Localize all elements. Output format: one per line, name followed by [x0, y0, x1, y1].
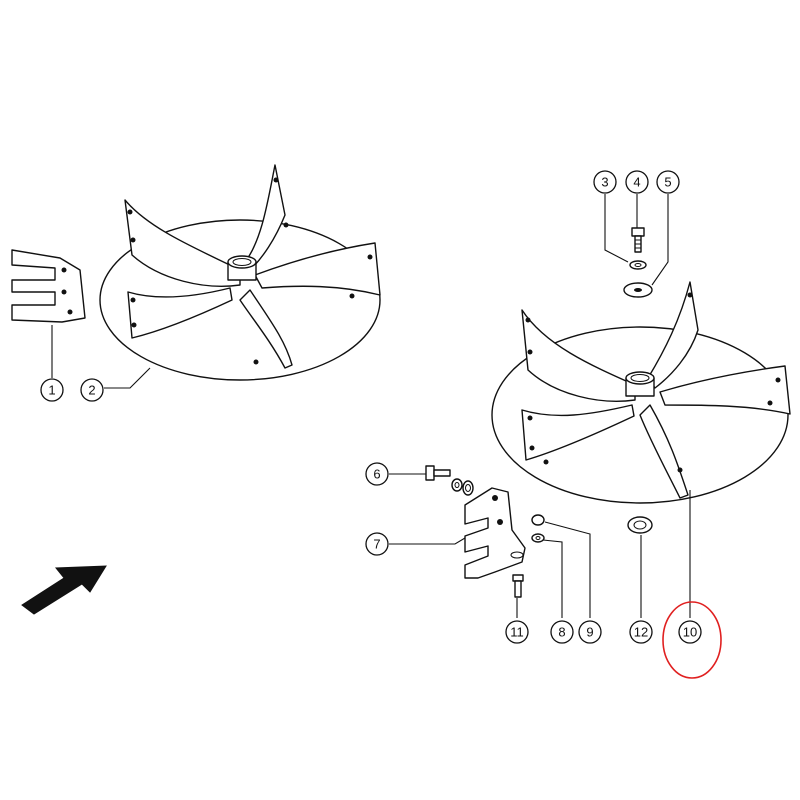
top-washer-large — [623, 282, 653, 298]
bracket-nut — [531, 514, 545, 526]
bracket-bolt — [512, 574, 524, 598]
fan-disc-right — [491, 281, 791, 504]
bottom-washer — [627, 516, 653, 534]
svg-text:5: 5 — [664, 175, 671, 190]
highlight-ring — [662, 601, 722, 679]
callout-10[interactable]: 10 — [678, 620, 702, 644]
callout-7[interactable]: 7 — [365, 532, 389, 556]
svg-text:6: 6 — [373, 467, 380, 482]
callout-2[interactable]: 2 — [80, 378, 104, 402]
top-washer-small — [629, 260, 647, 270]
hinge-washer — [451, 478, 463, 492]
leader-lines — [51, 194, 691, 618]
svg-text:11: 11 — [510, 625, 524, 640]
svg-text:1: 1 — [48, 383, 55, 398]
svg-text:4: 4 — [633, 175, 640, 190]
callout-9[interactable]: 9 — [578, 620, 602, 644]
callout-5[interactable]: 5 — [656, 170, 680, 194]
svg-text:8: 8 — [558, 625, 565, 640]
callout-1[interactable]: 1 — [40, 378, 64, 402]
callout-4[interactable]: 4 — [625, 170, 649, 194]
fan-disc-left — [99, 164, 381, 381]
svg-text:10: 10 — [683, 625, 697, 640]
callout-12[interactable]: 12 — [629, 620, 653, 644]
svg-text:12: 12 — [634, 625, 648, 640]
blade-bracket — [11, 249, 86, 323]
hinge-nut — [462, 480, 474, 496]
bracket-washer — [531, 533, 545, 543]
callout-8[interactable]: 8 — [550, 620, 574, 644]
svg-text:9: 9 — [586, 625, 593, 640]
top-bolt — [631, 227, 645, 253]
svg-text:7: 7 — [373, 537, 380, 552]
callout-6[interactable]: 6 — [365, 462, 389, 486]
hinge-bracket — [464, 487, 526, 579]
callout-11[interactable]: 11 — [505, 620, 529, 644]
callout-3[interactable]: 3 — [593, 170, 617, 194]
arrow-up-right-icon — [21, 565, 107, 615]
svg-text:3: 3 — [601, 175, 608, 190]
hinge-bolt — [425, 465, 451, 481]
svg-text:2: 2 — [88, 383, 95, 398]
